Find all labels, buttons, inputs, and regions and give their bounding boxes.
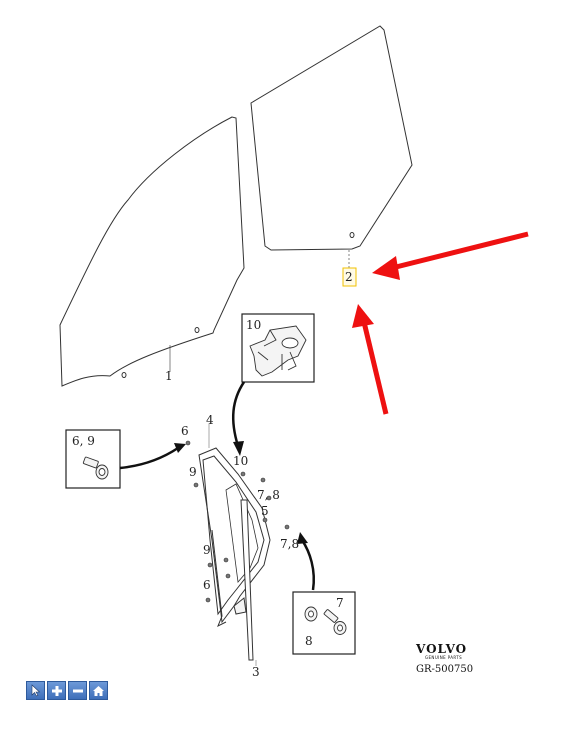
- zoom-out-icon: [72, 685, 84, 697]
- label-part-2: 2: [345, 270, 353, 284]
- callout-arrow-7-8: [300, 539, 315, 591]
- callout-arrow-6-9: [119, 446, 179, 470]
- quarter-window-frame: [198, 447, 271, 661]
- screw-icon: [82, 456, 109, 480]
- home-button[interactable]: [89, 681, 108, 700]
- label-part-6-lower: 6: [203, 578, 211, 592]
- callout-arrow-10: [232, 381, 246, 447]
- label-part-10: 10: [233, 454, 248, 468]
- callout-label-8: 8: [305, 634, 313, 648]
- callout-box-6-9: [65, 429, 121, 489]
- label-part-3: 3: [252, 665, 260, 679]
- front-window-hole-2: [121, 372, 127, 378]
- zoom-in-button[interactable]: [47, 681, 66, 700]
- label-part-7-8: 7, 8: [257, 488, 280, 502]
- callout-label-7: 7: [336, 596, 344, 610]
- brand-subtitle: GENUINE PARTS: [425, 655, 462, 660]
- label-part-9-lower: 9: [203, 543, 211, 557]
- label-part-9: 9: [189, 465, 197, 479]
- fastener-dots: [185, 440, 290, 603]
- rear-window-hole: [349, 232, 355, 238]
- drawing-code: GR-500750: [416, 664, 473, 675]
- label-part-7-8-lower: 7,8: [280, 537, 299, 551]
- clip-icon: [249, 325, 307, 377]
- rear-window-glass: [250, 25, 413, 251]
- label-part-1: 1: [165, 369, 173, 383]
- callout-arrowhead-6-9: [174, 443, 186, 453]
- callout-arrowhead-10: [233, 441, 244, 456]
- select-tool-button[interactable]: [26, 681, 45, 700]
- zoom-out-button[interactable]: [68, 681, 87, 700]
- select-icon: [30, 684, 41, 697]
- bolt-washer-icon: [304, 606, 347, 635]
- brand-logo-text: VOLVO: [415, 642, 467, 656]
- zoom-in-icon: [51, 685, 63, 697]
- callout-label-6-9: 6, 9: [72, 434, 95, 448]
- callout-arrowhead-7-8: [297, 532, 308, 544]
- red-arrow-shaft-2: [361, 321, 389, 415]
- red-arrowhead-2: [352, 304, 374, 328]
- red-arrowhead-1: [372, 256, 400, 280]
- annotation-arrows: [352, 231, 529, 415]
- home-icon: [92, 685, 105, 697]
- callout-label-10: 10: [246, 318, 261, 332]
- leader-lines: [208, 424, 257, 666]
- front-window-hole-1: [194, 327, 200, 333]
- label-part-4: 4: [206, 413, 214, 427]
- red-arrow-shaft-1: [391, 231, 529, 271]
- callout-box-7-8: [292, 591, 356, 655]
- label-part-6: 6: [181, 424, 189, 438]
- label-part-5: 5: [261, 504, 269, 518]
- front-window-glass: [59, 116, 245, 387]
- highlight-box-2: [342, 267, 357, 287]
- viewer-toolbar: [26, 681, 108, 700]
